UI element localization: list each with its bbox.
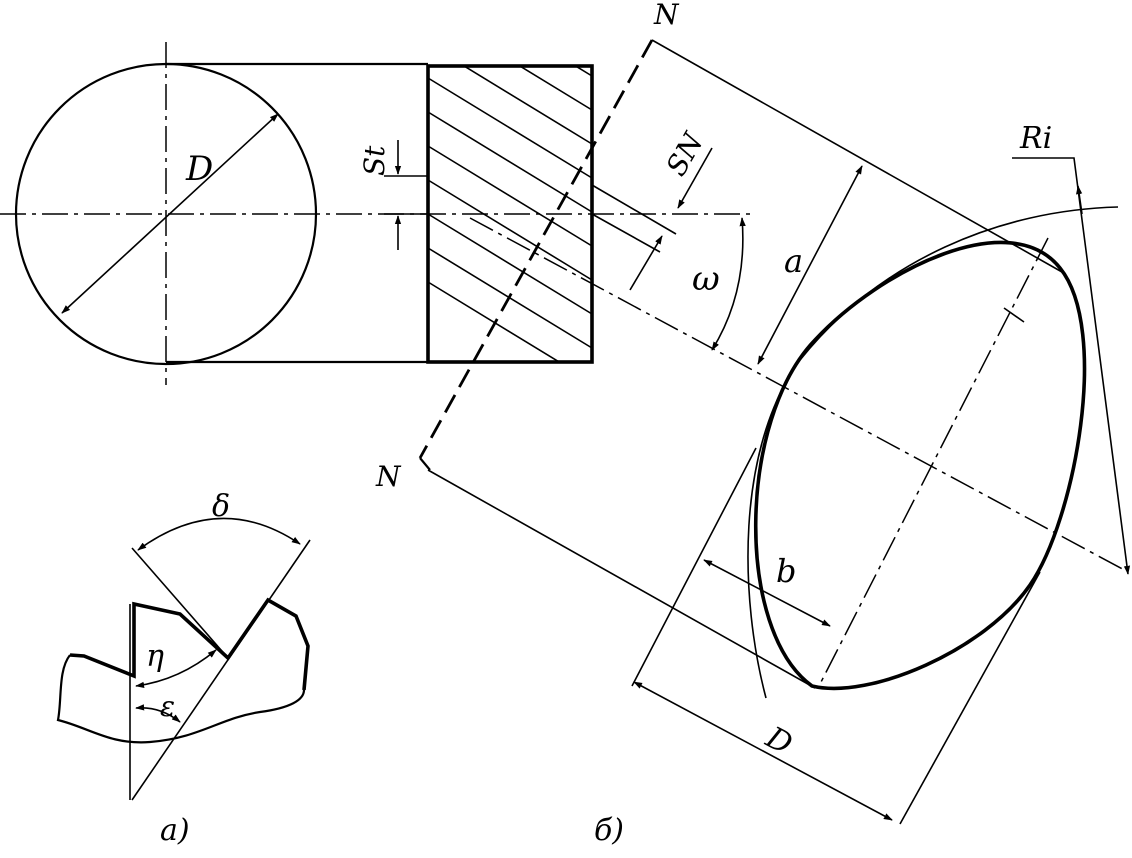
sn-label: SN <box>659 126 710 182</box>
edge-line-right <box>131 539 311 801</box>
projection-line-top <box>651 39 1063 273</box>
d-bottom-label: D <box>759 720 798 763</box>
st-dimension: St <box>358 140 428 250</box>
hatched-section <box>426 64 594 364</box>
caption-right: б) <box>594 813 624 848</box>
b-dimension-line <box>703 559 831 627</box>
epsilon-label: ε <box>160 690 175 723</box>
diameter-label-D: D <box>185 149 213 189</box>
eta-arc <box>135 649 217 689</box>
diameter-dimension-line <box>61 113 279 314</box>
projection-line-bottom <box>427 469 816 689</box>
tool-detail: δ η ε <box>56 489 311 801</box>
edge-line-left <box>131 547 229 659</box>
a-label: a <box>784 242 803 280</box>
tool-body-outline <box>56 654 306 744</box>
omega-angle-arc <box>711 217 746 351</box>
caption-left: а) <box>160 813 190 848</box>
major-axis-tick <box>1003 307 1025 323</box>
omega-label: ω <box>692 259 720 299</box>
thin-arc-left <box>747 206 1119 699</box>
cutting-plane-end-bottom <box>419 457 431 471</box>
d-bottom-dimension-line <box>633 681 893 821</box>
plane-label-N-top: N <box>653 0 680 31</box>
st-label: St <box>358 145 391 176</box>
epsilon-arc <box>135 704 181 723</box>
cutting-plane-N-N <box>418 39 654 459</box>
hatch-lines <box>428 66 592 362</box>
ri-label: Ri <box>1019 121 1052 156</box>
cylinder-outline <box>166 62 428 364</box>
delta-label: δ <box>212 489 230 524</box>
inclined-axis <box>469 217 1129 573</box>
tool-tooth-outline <box>69 597 310 691</box>
plane-label-N-bottom: N <box>375 460 402 493</box>
eta-label: η <box>146 639 164 674</box>
b-label: b <box>776 552 796 590</box>
inclined-section-view: N N SN ω a b D Ri <box>375 0 1131 825</box>
a-dimension-line <box>757 165 863 365</box>
delta-arc <box>137 517 301 551</box>
ri-leader <box>1012 157 1131 575</box>
ellipse-section <box>753 240 1087 691</box>
